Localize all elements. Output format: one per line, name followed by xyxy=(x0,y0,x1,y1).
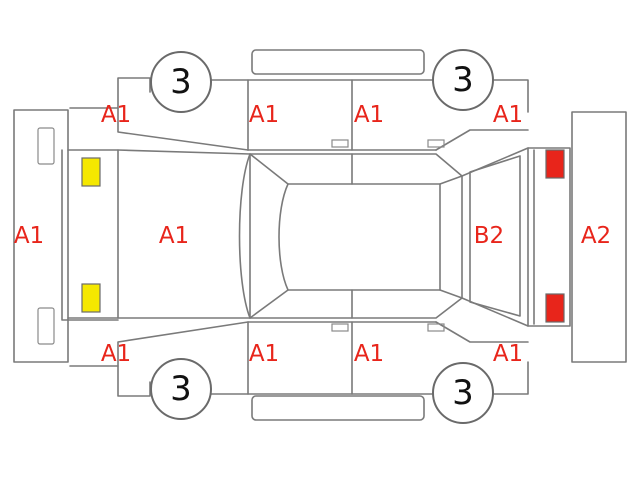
code-hood: A1 xyxy=(159,223,189,249)
code-top-front-door: A1 xyxy=(249,102,279,128)
wheel-front-left-number: 3 xyxy=(170,62,192,102)
code-top-rear-quarter: A1 xyxy=(493,102,523,128)
wheel-rear-right-number: 3 xyxy=(452,373,474,413)
code-top-left-fender: A1 xyxy=(101,102,131,128)
wheel-rear-left: 3 xyxy=(432,49,494,111)
rear-bumper xyxy=(571,111,627,363)
front-right-lamp xyxy=(81,283,101,313)
rear-right-lamp xyxy=(545,293,565,323)
wheel-front-right-number: 3 xyxy=(170,369,192,409)
wheel-rear-right: 3 xyxy=(432,362,494,424)
front-bumper xyxy=(13,109,69,363)
code-top-rear-door: A1 xyxy=(354,102,384,128)
bottom-side-step xyxy=(251,395,425,421)
code-bottom-rear-quarter: A1 xyxy=(493,341,523,367)
wheel-front-right: 3 xyxy=(150,358,212,420)
code-bottom-front-door: A1 xyxy=(249,341,279,367)
code-front-bumper: A1 xyxy=(14,223,44,249)
rear-left-lamp xyxy=(545,149,565,179)
car-body xyxy=(61,77,571,397)
code-rear-bumper: A2 xyxy=(581,223,611,249)
wheel-rear-left-number: 3 xyxy=(452,60,474,100)
code-bottom-left-fender: A1 xyxy=(101,341,131,367)
front-left-lamp xyxy=(81,157,101,187)
code-bottom-rear-door: A1 xyxy=(354,341,384,367)
code-rear-glass: B2 xyxy=(474,223,504,249)
wheel-front-left: 3 xyxy=(150,51,212,113)
top-side-step xyxy=(251,49,425,75)
